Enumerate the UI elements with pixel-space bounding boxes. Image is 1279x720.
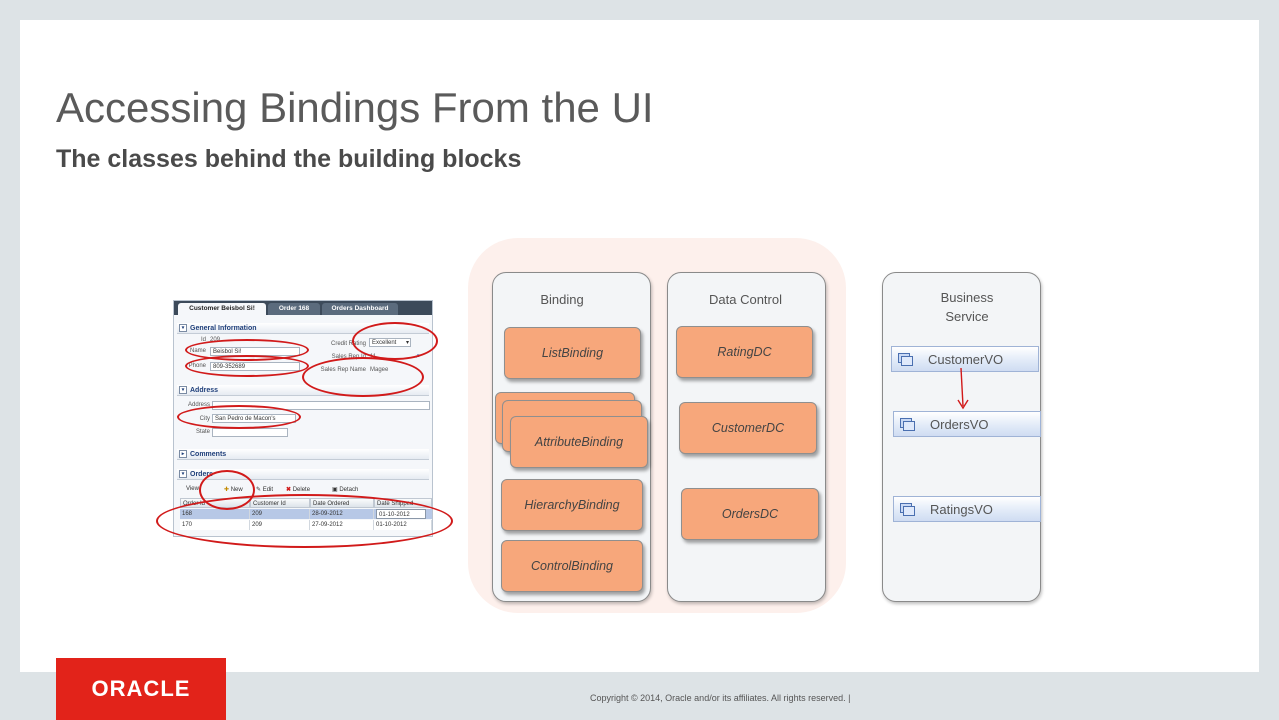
detach-icon: ▣: [332, 487, 338, 493]
collapse-icon[interactable]: ▾: [179, 470, 187, 478]
detach-button[interactable]: ▣ Detach: [332, 486, 358, 493]
address-label: Address: [187, 402, 210, 408]
hierarchy-binding-box: HierarchyBinding: [501, 479, 643, 531]
arrow-head: [957, 399, 969, 410]
tab-order[interactable]: Order 168: [268, 303, 320, 315]
edit-button[interactable]: ✎ Edit: [256, 486, 273, 493]
business-service-title-line1: Business: [940, 290, 994, 305]
delete-x-icon: ✖: [286, 487, 292, 493]
slide-subtitle: The classes behind the building blocks: [56, 145, 522, 173]
orders-vo-label: OrdersVO: [930, 416, 989, 432]
section-title: Address: [190, 386, 219, 394]
slide-title: Accessing Bindings From the UI: [56, 84, 654, 131]
rating-dc-box: RatingDC: [676, 326, 813, 378]
view-object-icon: [900, 503, 915, 516]
expand-icon[interactable]: ▸: [179, 450, 187, 458]
view-object-icon: [898, 353, 913, 366]
business-service-title-line2: Service: [945, 309, 989, 324]
attribute-binding-box: AttributeBinding: [510, 416, 648, 468]
ratings-vo-box: RatingsVO: [893, 496, 1041, 522]
customer-vo-label: CustomerVO: [928, 351, 1004, 367]
section-title: Comments: [190, 450, 227, 458]
section-general-information[interactable]: ▾ General Information: [177, 323, 429, 334]
oracle-logo: ORACLE: [56, 658, 226, 720]
highlight-sales-rep-ellipse: [302, 357, 424, 397]
ratings-vo-label: RatingsVO: [930, 501, 993, 517]
id-label: Id: [200, 337, 206, 343]
detach-label: Detach: [339, 487, 359, 493]
view-object-icon: [900, 418, 915, 431]
view-link-arrow: [957, 368, 969, 410]
copyright-notice: Copyright © 2014, Oracle and/or its affi…: [590, 693, 851, 703]
tab-customer[interactable]: Customer Beisbol Si!: [178, 303, 266, 315]
highlight-phone-ellipse: [185, 355, 309, 377]
binding-column-title: Binding: [540, 292, 584, 307]
section-address[interactable]: ▾ Address: [177, 385, 429, 396]
highlight-credit-rating-ellipse: [352, 322, 438, 360]
section-title: Orders: [190, 470, 213, 478]
edit-label: Edit: [262, 487, 274, 493]
delete-label: Delete: [292, 487, 311, 493]
tab-bar: Customer Beisbol Si! Order 168 Orders Da…: [174, 301, 432, 315]
state-label: State: [195, 429, 210, 435]
delete-button[interactable]: ✖ Delete: [286, 486, 310, 493]
state-field[interactable]: [212, 428, 288, 437]
collapse-icon[interactable]: ▾: [179, 386, 187, 394]
credit-rating-label: Credit Rating: [330, 341, 366, 347]
orders-dc-box: OrdersDC: [681, 488, 819, 540]
highlight-city-ellipse: [177, 405, 301, 429]
pencil-icon: ✎: [256, 487, 262, 493]
logo-text: ORACLE: [91, 676, 191, 701]
arrow-line: [960, 368, 964, 407]
collapse-icon[interactable]: ▾: [179, 324, 187, 332]
orders-vo-box: OrdersVO: [893, 411, 1041, 437]
section-title: General Information: [190, 324, 257, 332]
customer-vo-box: CustomerVO: [891, 346, 1039, 372]
section-orders[interactable]: ▾ Orders: [177, 469, 429, 480]
control-binding-box: ControlBinding: [501, 540, 643, 592]
customer-dc-box: CustomerDC: [679, 402, 817, 454]
highlight-table-ellipse: [156, 494, 453, 548]
section-comments[interactable]: ▸ Comments: [177, 449, 429, 460]
view-menu[interactable]: View: [186, 486, 199, 492]
data-control-column-title: Data Control: [709, 292, 782, 307]
business-service-column: [882, 272, 1041, 602]
tab-orders-dashboard[interactable]: Orders Dashboard: [322, 303, 398, 315]
list-binding-box: ListBinding: [504, 327, 641, 379]
